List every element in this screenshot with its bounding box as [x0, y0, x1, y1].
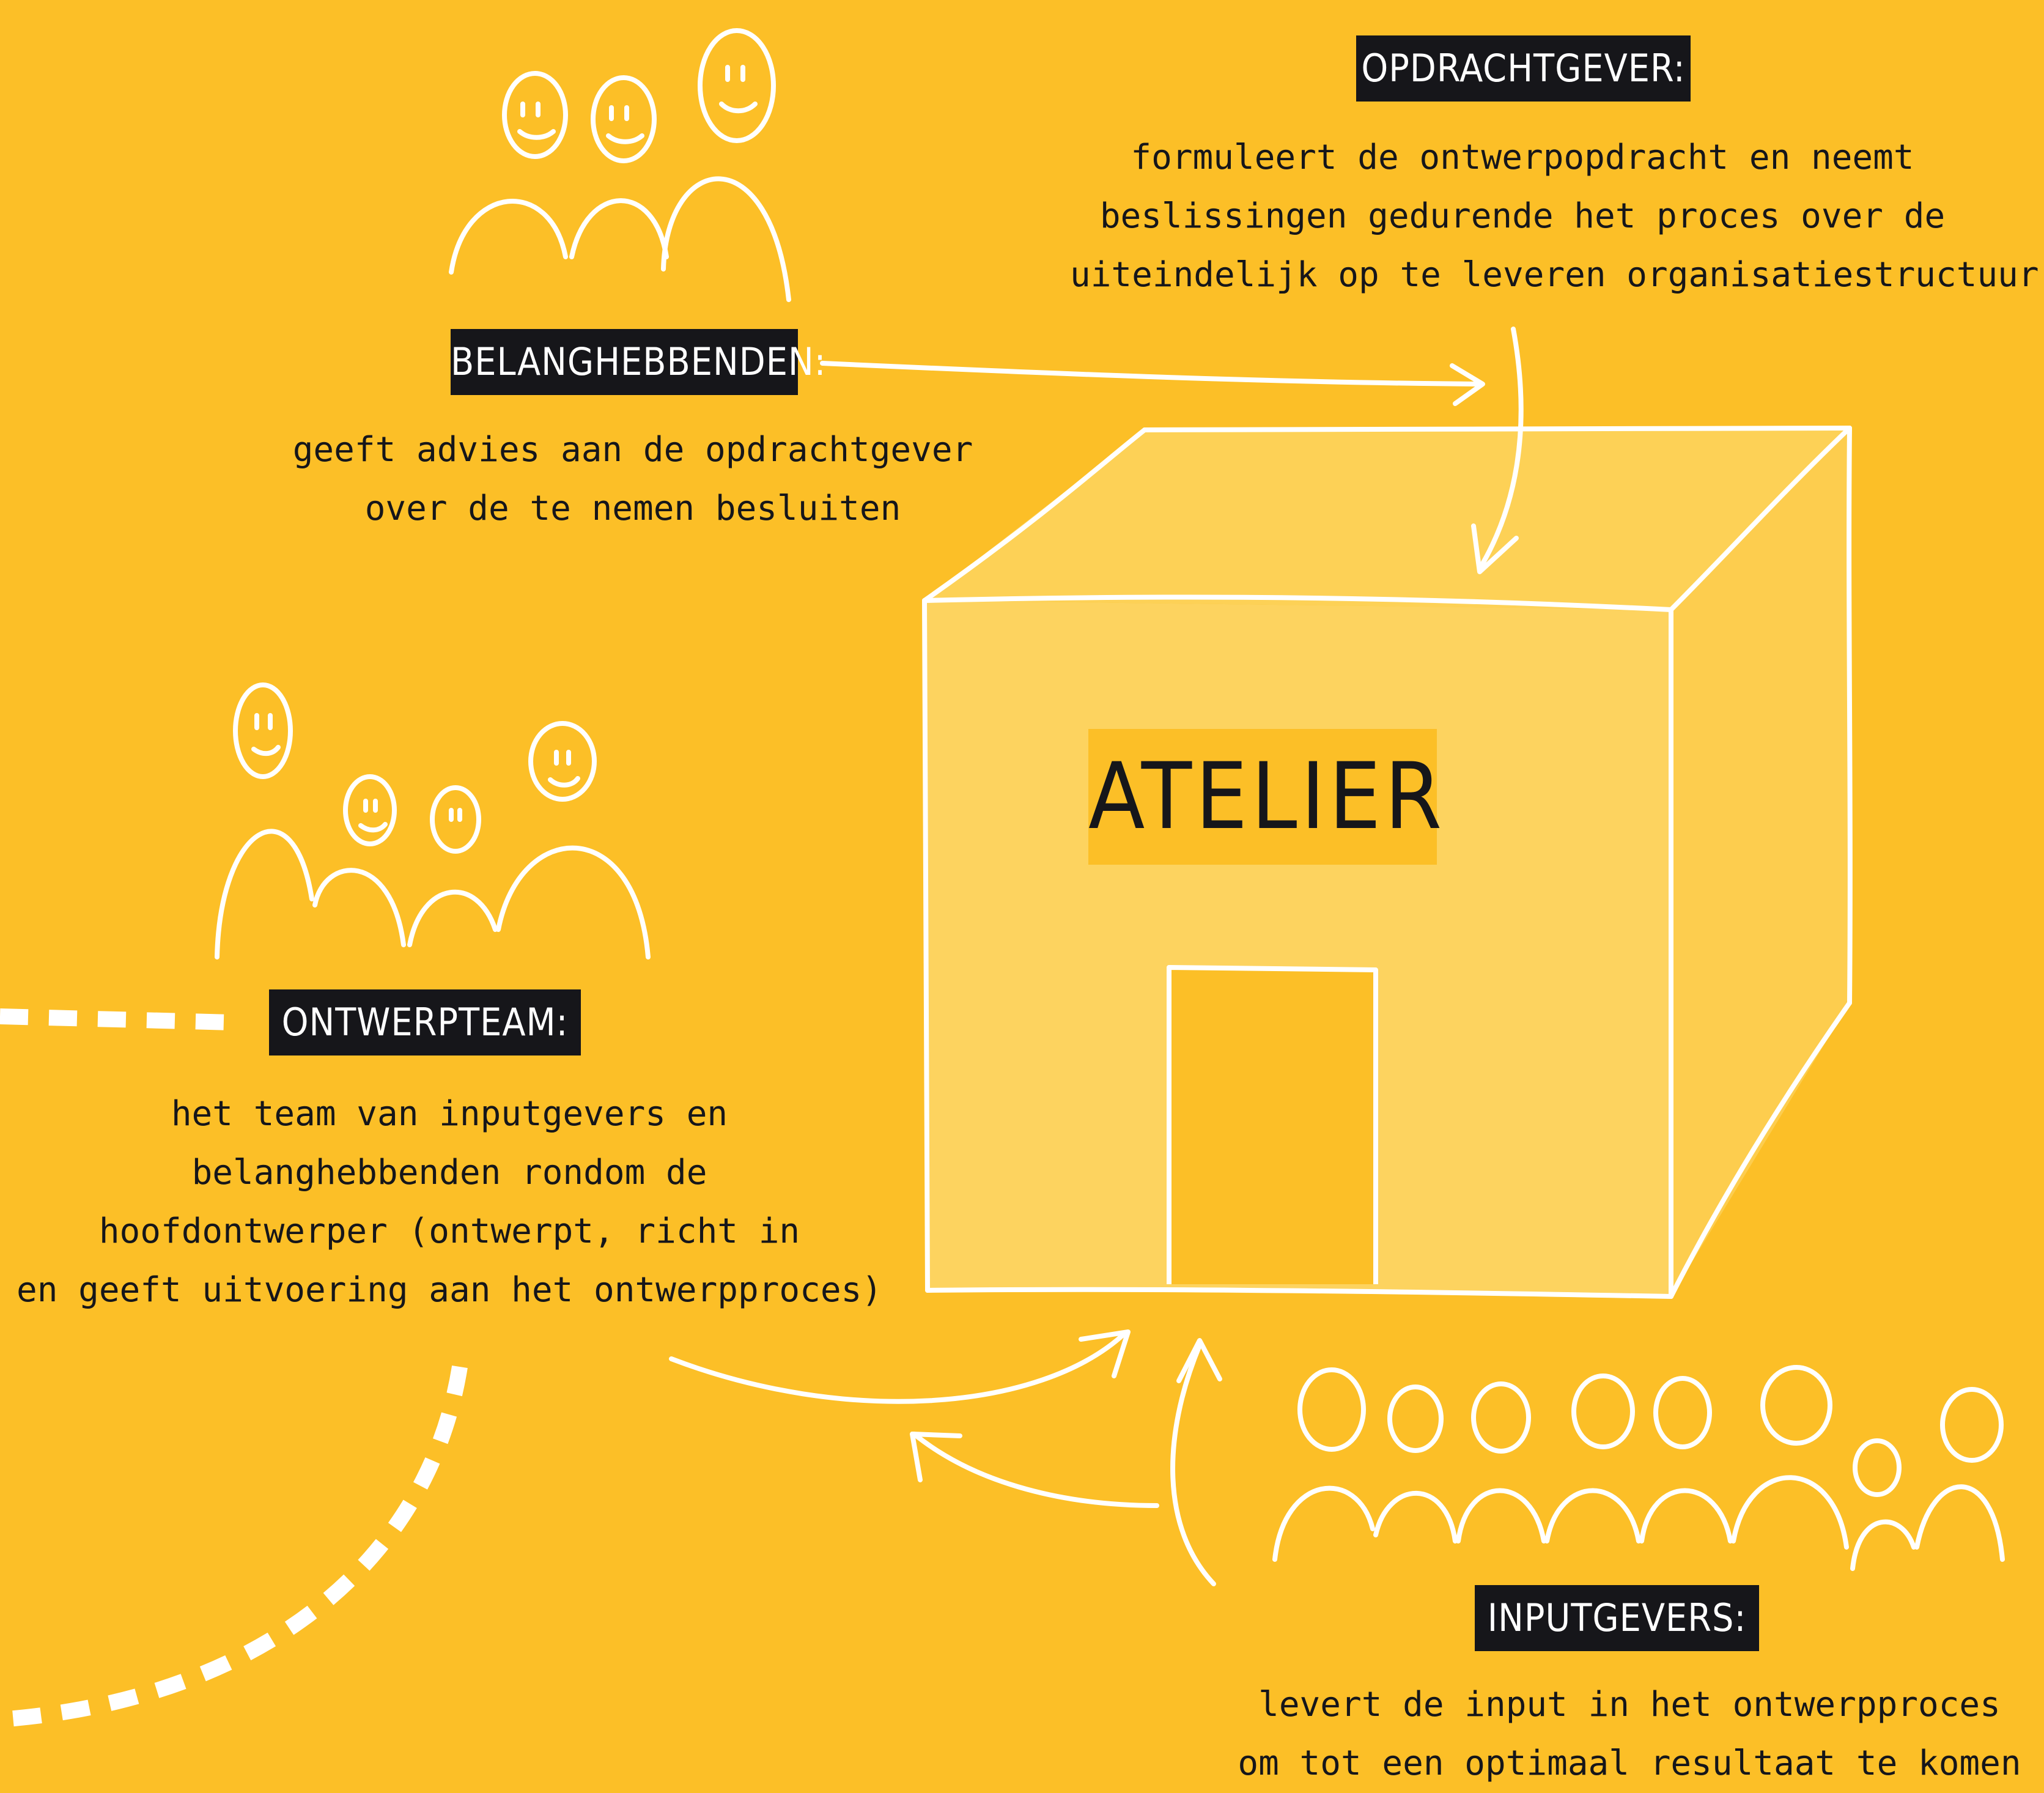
arrowhead-1: [1450, 363, 1485, 406]
arrowhead-4: [910, 1432, 962, 1482]
belanghebbenden-line-2: over de te nemen besluiten: [364, 489, 901, 528]
group-of-3-people-icon: [449, 28, 791, 302]
atelier-title: ATELIER: [1088, 744, 1446, 850]
inputgevers-label: INPUTGEVERS:: [1475, 1585, 1759, 1651]
building-door: [1169, 967, 1376, 1284]
arrow-inputgevers-to-ontwerpteam: [912, 1432, 1159, 1508]
opdrachtgever-description: formuleert de ontwerpopdracht en neemt b…: [1070, 128, 2039, 305]
arrow-opdrachtgever-to-atelier: [1477, 327, 1524, 571]
belanghebbenden-description: geeft advies aan de opdrachtgever over d…: [257, 421, 1009, 538]
ontwerpteam-line-3: hoofdontwerper (ontwerpt, richt in: [98, 1211, 800, 1251]
inputgevers-description: levert de input in het ontwerpproces om …: [1226, 1676, 2033, 1793]
ontwerpteam-line-4: en geeft uitvoering aan het ontwerpproce…: [16, 1270, 883, 1310]
ontwerpteam-label: ONTWERPTEAM:: [269, 989, 581, 1055]
group-of-4-people-icon: [215, 682, 651, 959]
opdrachtgever-line-2: beslissingen gedurende het proces over d…: [1099, 196, 1946, 236]
inputgevers-line-1: levert de input in het ontwerpproces: [1258, 1685, 2001, 1725]
opdrachtgever-line-3: uiteindelijk op te leveren organisatiest…: [1070, 255, 2039, 295]
arrowhead-2: [1471, 523, 1519, 574]
building-roof: [924, 428, 1850, 610]
atelier-sign: [1088, 729, 1437, 865]
arrow-belanghebbenden-to-opdrachtgever: [820, 361, 1479, 386]
ontwerpteam-description: het team van inputgevers en belanghebben…: [12, 1085, 887, 1320]
opdrachtgever-label: OPDRACHTGEVER:: [1356, 35, 1691, 102]
group-of-8-people-icon: [1272, 1365, 2005, 1571]
dashed-curve-decoration: [0, 1008, 468, 1728]
arrowhead-5: [1176, 1338, 1222, 1383]
ontwerpteam-line-2: belanghebbenden rondom de: [191, 1153, 707, 1192]
arrow-inputgevers-to-atelier: [1170, 1343, 1216, 1586]
building-side: [1671, 428, 1850, 1296]
arrow-ontwerpteam-to-atelier: [669, 1331, 1127, 1404]
belanghebbenden-label: BELANGHEBBENDEN:: [451, 329, 825, 395]
arrowhead-3: [1079, 1329, 1131, 1378]
belanghebbenden-line-1: geeft advies aan de opdrachtgever: [292, 430, 973, 470]
inputgevers-line-2: om tot een optimaal resultaat te komen: [1238, 1743, 2021, 1783]
ontwerpteam-line-1: het team van inputgevers en: [171, 1094, 728, 1134]
opdrachtgever-line-1: formuleert de ontwerpopdracht en neemt: [1131, 138, 1914, 177]
